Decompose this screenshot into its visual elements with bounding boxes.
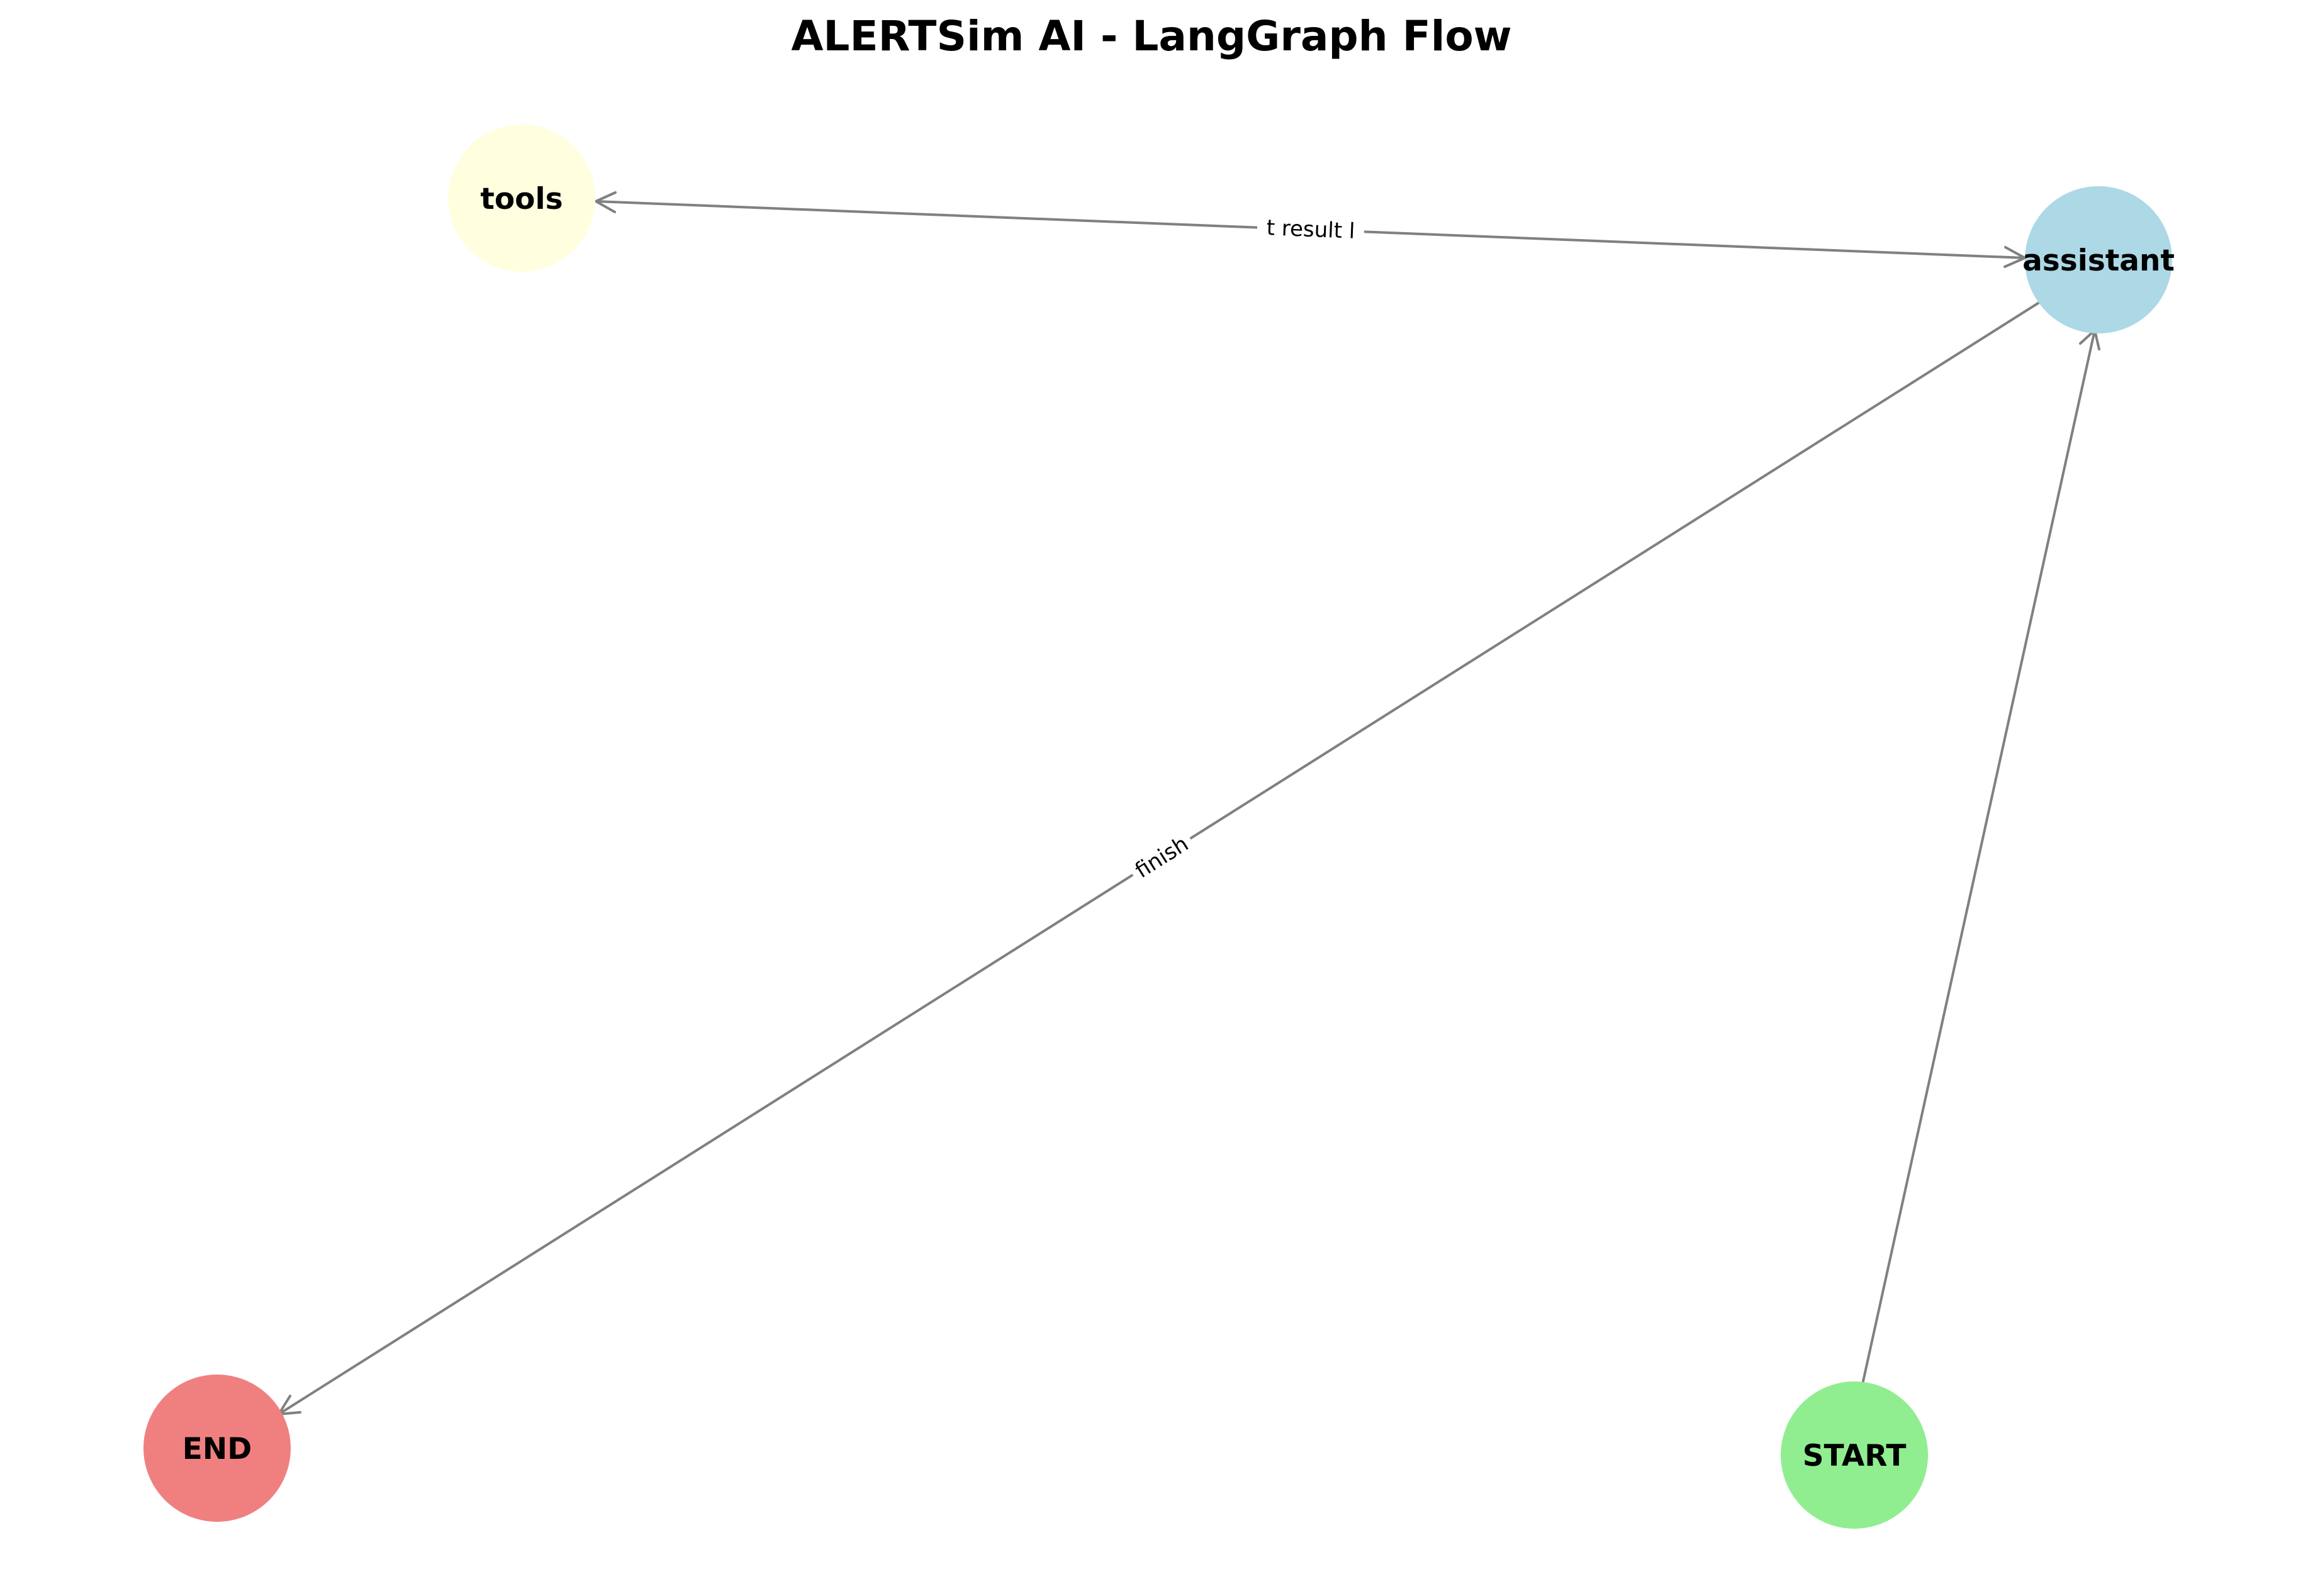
edge-start-to-assistant xyxy=(1861,330,2096,1385)
arrowhead-tools xyxy=(595,191,617,213)
node-assistant-circle xyxy=(2025,186,2172,333)
node-tools-label: tools xyxy=(480,182,563,216)
node-end-label: END xyxy=(182,1432,252,1466)
edge-labels: t result l finish xyxy=(1125,214,1364,887)
node-assistant[interactable]: assistant xyxy=(2022,186,2175,333)
arrowhead-assistant-from-tools xyxy=(2003,246,2026,268)
node-start[interactable]: START xyxy=(1781,1381,1928,1529)
node-start-label: START xyxy=(1803,1439,1907,1473)
node-start-circle xyxy=(1781,1381,1928,1529)
graph-title: ALERTSim AI - LangGraph Flow xyxy=(791,12,1511,60)
edge-label-tools-assistant: t result l xyxy=(1257,214,1364,244)
node-tools[interactable]: tools xyxy=(448,125,595,272)
node-assistant-label: assistant xyxy=(2022,243,2175,278)
edge-label-text: t result l xyxy=(1266,215,1355,244)
node-end-circle xyxy=(143,1375,291,1522)
node-end[interactable]: END xyxy=(143,1375,291,1522)
node-tools-circle xyxy=(448,125,595,272)
edge-label-assistant-end: finish xyxy=(1125,827,1198,887)
edges xyxy=(277,191,2100,1415)
edge-label-finish: finish xyxy=(1131,831,1193,883)
